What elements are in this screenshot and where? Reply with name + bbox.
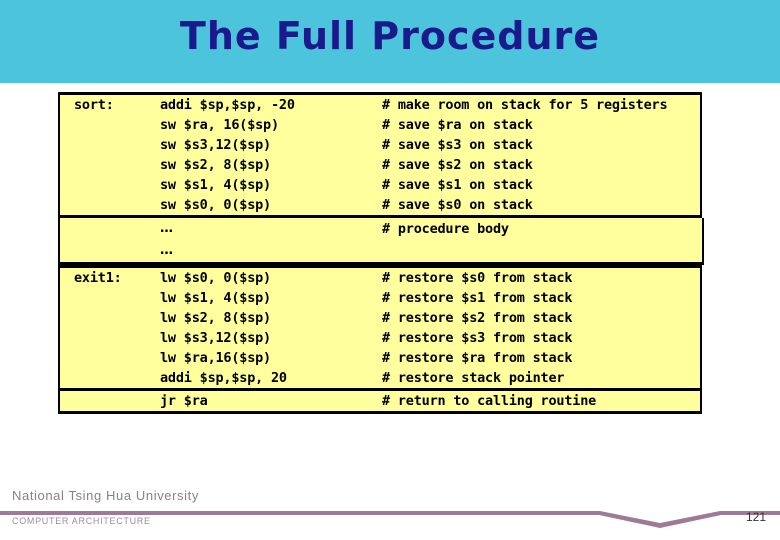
table-row: sort: addi $sp,$sp, -20 # make room on s…	[60, 95, 700, 115]
footer-department-name: COMPUTER ARCHITECTURE	[12, 516, 151, 526]
table-row: lw $s3,12($sp) # restore $s3 from stack	[60, 328, 700, 348]
code-block-prologue: sort: addi $sp,$sp, -20 # make room on s…	[58, 92, 702, 218]
table-row: exit1: lw $s0, 0($sp) # restore $s0 from…	[60, 268, 700, 288]
page-title: The Full Procedure	[179, 14, 601, 58]
code-instruction: lw $s0, 0($sp)	[160, 270, 271, 286]
code-block-epilogue: exit1: lw $s0, 0($sp) # restore $s0 from…	[58, 265, 702, 388]
code-comment: # restore $s1 from stack	[382, 290, 573, 306]
code-instruction: lw $s3,12($sp)	[160, 330, 271, 346]
code-instruction: lw $ra,16($sp)	[160, 350, 271, 366]
table-row: lw $s2, 8($sp) # restore $s2 from stack	[60, 308, 700, 328]
footer-rule	[0, 507, 780, 529]
code-comment: # restore $ra from stack	[382, 350, 573, 366]
code-block-body: … # procedure body …	[58, 218, 704, 265]
table-row: sw $s3,12($sp) # save $s3 on stack	[60, 135, 700, 155]
page-number: 121	[745, 510, 766, 524]
code-instruction: lw $s2, 8($sp)	[160, 310, 271, 326]
code-comment: # restore $s2 from stack	[382, 310, 573, 326]
code-listing-table: sort: addi $sp,$sp, -20 # make room on s…	[58, 92, 704, 414]
table-row: lw $s1, 4($sp) # restore $s1 from stack	[60, 288, 700, 308]
code-comment: # save $s3 on stack	[382, 137, 533, 153]
code-label: exit1:	[74, 270, 122, 286]
table-row: lw $ra,16($sp) # restore $ra from stack	[60, 348, 700, 368]
code-instruction: addi $sp,$sp, -20	[160, 97, 295, 113]
code-instruction: sw $ra, 16($sp)	[160, 117, 279, 133]
table-row: …	[60, 240, 702, 262]
table-row: sw $s2, 8($sp) # save $s2 on stack	[60, 155, 700, 175]
table-row: sw $s1, 4($sp) # save $s1 on stack	[60, 175, 700, 195]
code-comment: # restore $s0 from stack	[382, 270, 573, 286]
footer-university-name: National Tsing Hua University	[12, 488, 199, 503]
code-instruction: jr $ra	[160, 393, 208, 409]
code-comment: # restore $s3 from stack	[382, 330, 573, 346]
table-row: … # procedure body	[60, 218, 702, 240]
code-instruction: lw $s1, 4($sp)	[160, 290, 271, 306]
code-comment: # procedure body	[382, 221, 509, 237]
code-comment: # make room on stack for 5 registers	[382, 97, 668, 113]
code-instruction: sw $s1, 4($sp)	[160, 177, 271, 193]
table-row: addi $sp,$sp, 20 # restore stack pointer	[60, 368, 700, 388]
code-comment: # save $s1 on stack	[382, 177, 533, 193]
code-block-return: jr $ra # return to calling routine	[58, 388, 702, 414]
footer-rule-icon	[0, 511, 780, 528]
code-instruction: addi $sp,$sp, 20	[160, 370, 287, 386]
code-comment: # return to calling routine	[382, 393, 597, 409]
code-instruction: sw $s2, 8($sp)	[160, 157, 271, 173]
code-comment: # save $ra on stack	[382, 117, 533, 133]
code-comment: # save $s0 on stack	[382, 197, 533, 213]
table-row: sw $ra, 16($sp) # save $ra on stack	[60, 115, 700, 135]
code-ellipsis: …	[160, 221, 173, 236]
code-label: sort:	[74, 97, 114, 113]
table-row: sw $s0, 0($sp) # save $s0 on stack	[60, 195, 700, 215]
header-band	[0, 0, 780, 83]
code-instruction: sw $s0, 0($sp)	[160, 197, 271, 213]
table-row: jr $ra # return to calling routine	[60, 391, 700, 411]
code-instruction: sw $s3,12($sp)	[160, 137, 271, 153]
code-comment: # restore stack pointer	[382, 370, 565, 386]
code-comment: # save $s2 on stack	[382, 157, 533, 173]
code-ellipsis: …	[160, 243, 173, 258]
slide-footer: National Tsing Hua University COMPUTER A…	[0, 480, 780, 540]
